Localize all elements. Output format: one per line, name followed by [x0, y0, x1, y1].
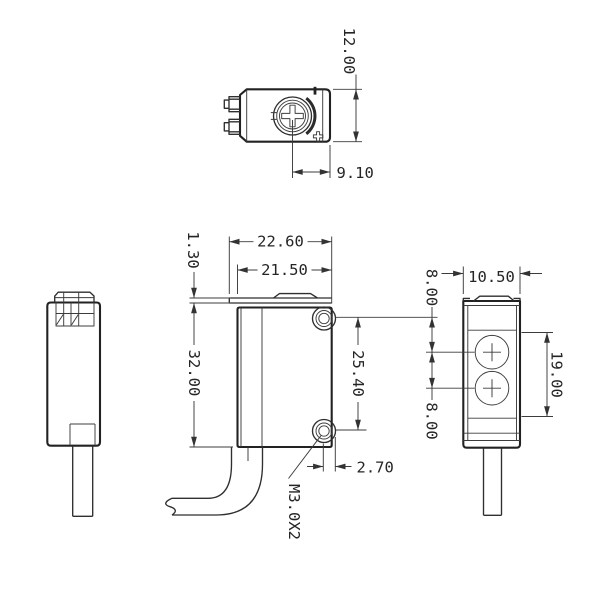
dim-label-2-70: 2.70: [357, 459, 394, 477]
adjuster-arc: [305, 97, 317, 135]
dim-right-width: 10.50: [441, 266, 542, 294]
dim-window-height: 19.00: [521, 332, 566, 417]
dim-label-m3-0x2: M3.0X2: [285, 484, 303, 540]
dim-label-10-50: 10.50: [468, 268, 515, 286]
top-view-inner-lines: [246, 89, 324, 142]
indicator-tick: [313, 86, 317, 95]
dim-body-width: 21.50: [237, 261, 332, 294]
dim-label-22-60: 22.60: [257, 233, 304, 251]
dim-label-19-00: 19.00: [548, 351, 566, 398]
dim-label-12: 12.00: [340, 28, 358, 75]
dim-lens-chain: 8.00 8.00: [423, 269, 475, 440]
dim-cap-lip: 1.30: [184, 231, 231, 304]
mount-hole-bottom: [311, 418, 337, 444]
right-view-cable: [482, 447, 503, 516]
leader-line: [288, 435, 322, 479]
mount-hole-top: [311, 306, 337, 331]
front-view-cap: [228, 292, 332, 304]
front-view: 22.60 21.50 1.30 32.00 25.40: [165, 231, 438, 540]
dim-label-32-00: 32.00: [185, 350, 203, 397]
dim-label-25-40: 25.40: [349, 350, 367, 397]
cap-bump: [273, 292, 318, 299]
dim-body-height: 32.00: [185, 303, 233, 448]
plus-marker-icon: [312, 131, 324, 142]
top-view-mount-tabs: [223, 96, 240, 135]
lens-lower: [474, 370, 510, 406]
adjuster-notch: [270, 112, 277, 120]
phillips-cross-icon: [281, 104, 304, 128]
right-view-inner-lines: [463, 305, 520, 441]
right-view-top-detail: [462, 295, 521, 302]
top-view-body-outline: [238, 88, 332, 143]
dim-top-height: 12.00: [333, 28, 362, 143]
front-view-cable: [165, 447, 264, 516]
cable-break-symbol: [165, 497, 176, 516]
front-view-body-outline: [236, 306, 333, 449]
dim-top-adjuster-offset: 9.10: [292, 120, 374, 182]
right-view-body-outline: [462, 299, 522, 449]
dim-label-9-10: 9.10: [337, 164, 374, 182]
dim-label-21-50: 21.50: [261, 261, 308, 279]
thread-callout: M3.0X2: [285, 435, 322, 540]
dim-label-8-00-bottom: 8.00: [423, 402, 441, 439]
left-view-cable: [69, 423, 96, 517]
dim-label-1-30: 1.30: [184, 231, 202, 268]
left-view-top-detail: [54, 291, 95, 327]
dim-hole-pitch: 25.40: [336, 316, 438, 431]
right-side-view: 10.50 8.00 8.00 19.00: [423, 266, 566, 516]
top-view: 12.00 9.10: [223, 28, 374, 182]
left-side-view: [46, 291, 102, 517]
dim-hole-edge: 2.70: [307, 437, 394, 477]
dim-label-8-00-top: 8.00: [423, 269, 441, 306]
lens-upper: [474, 334, 510, 370]
front-view-inner-lines: [240, 307, 263, 447]
left-view-body-outline: [46, 301, 102, 447]
